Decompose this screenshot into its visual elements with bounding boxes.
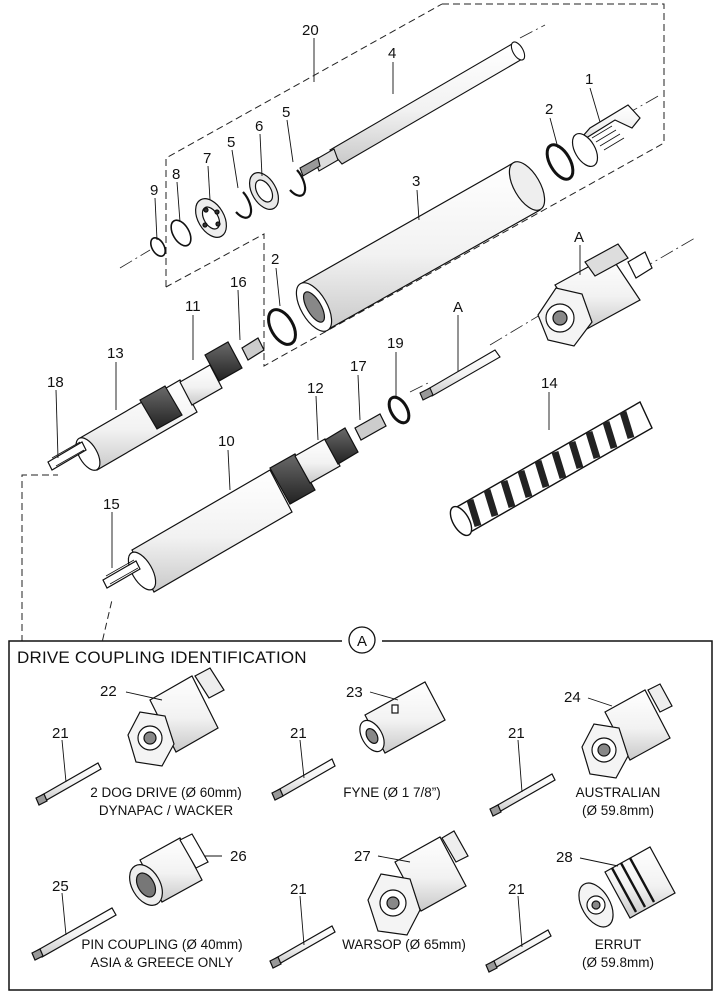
callout-8: 8	[172, 166, 180, 183]
part-13-rotor-assembly-upper	[48, 338, 264, 474]
panel-title: DRIVE COUPLING IDENTIFICATION	[17, 648, 307, 667]
callout-1: 1	[585, 71, 593, 88]
callout-2-top: 2	[545, 101, 553, 118]
part-8-washer	[167, 217, 195, 249]
coupling-24-caption-line1: AUSTRALIAN	[576, 785, 661, 800]
callout-5-left: 5	[227, 134, 235, 151]
callout-10: 10	[218, 433, 235, 450]
coupling-27-pin-number: 21	[290, 881, 307, 898]
coupling-24-caption-line2: (Ø 59.8mm)	[582, 803, 654, 818]
callout-9: 9	[150, 182, 158, 199]
part-2-o-ring-left	[263, 305, 301, 349]
callout-15: 15	[103, 496, 120, 513]
coupling-22-number: 22	[100, 683, 117, 700]
part-3-outer-tube	[289, 156, 552, 337]
callout-17: 17	[350, 358, 367, 375]
callout-12: 12	[307, 380, 324, 397]
callout-a-coupling: A	[574, 229, 584, 246]
coupling-28-caption-line2: (Ø 59.8mm)	[582, 955, 654, 970]
coupling-28-caption-line1: ERRUT	[595, 937, 642, 952]
coupling-28-pin-number: 21	[508, 881, 525, 898]
part-1-end-cap	[567, 105, 640, 171]
callout-2-left: 2	[271, 251, 279, 268]
coupling-28-number: 28	[556, 849, 573, 866]
callout-16: 16	[230, 274, 247, 291]
callout-11: 11	[185, 298, 201, 315]
callout-13: 13	[107, 345, 124, 362]
coupling-22-caption-line1: 2 DOG DRIVE (Ø 60mm)	[90, 785, 242, 800]
coupling-23-number: 23	[346, 684, 363, 701]
part-4-drive-shaft	[300, 40, 527, 176]
drive-coupling-identification-panel: A DRIVE COUPLING IDENTIFICATION	[9, 627, 712, 990]
coupling-26-caption-line2: ASIA & GREECE ONLY	[90, 955, 233, 970]
part-9-washer	[148, 235, 168, 258]
part-a-pin	[420, 350, 500, 400]
part-5-circlip-left	[236, 192, 251, 218]
part-19-o-ring	[385, 394, 413, 426]
coupling-26-pin-number: 25	[52, 878, 69, 895]
part-a-drive-coupling	[538, 244, 652, 346]
callout-19: 19	[387, 335, 404, 352]
coupling-24-pin-number: 21	[508, 725, 525, 742]
coupling-22-caption-line2: DYNAPAC / WACKER	[99, 803, 234, 818]
callout-14: 14	[541, 375, 558, 392]
coupling-23-caption-line1: FYNE (Ø 1 7/8”)	[343, 785, 441, 800]
coupling-26-number: 26	[230, 848, 247, 865]
callout-20: 20	[302, 22, 319, 39]
coupling-27-number: 27	[354, 848, 371, 865]
callout-6: 6	[255, 118, 263, 135]
panel-badge-label: A	[357, 633, 367, 650]
part-7-ball-bearing	[189, 193, 233, 242]
coupling-23-pin-number: 21	[290, 725, 307, 742]
coupling-24-number: 24	[564, 689, 581, 706]
callout-3: 3	[412, 173, 420, 190]
callout-18: 18	[47, 374, 64, 391]
coupling-26-caption-line1: PIN COUPLING (Ø 40mm)	[81, 937, 242, 952]
coupling-27-caption-line1: WARSOP (Ø 65mm)	[342, 937, 466, 952]
callout-a-pin: A	[453, 299, 463, 316]
coupling-22-pin-number: 21	[52, 725, 69, 742]
callout-7: 7	[203, 150, 211, 167]
callout-4: 4	[388, 45, 396, 62]
callout-5-right: 5	[282, 104, 290, 121]
